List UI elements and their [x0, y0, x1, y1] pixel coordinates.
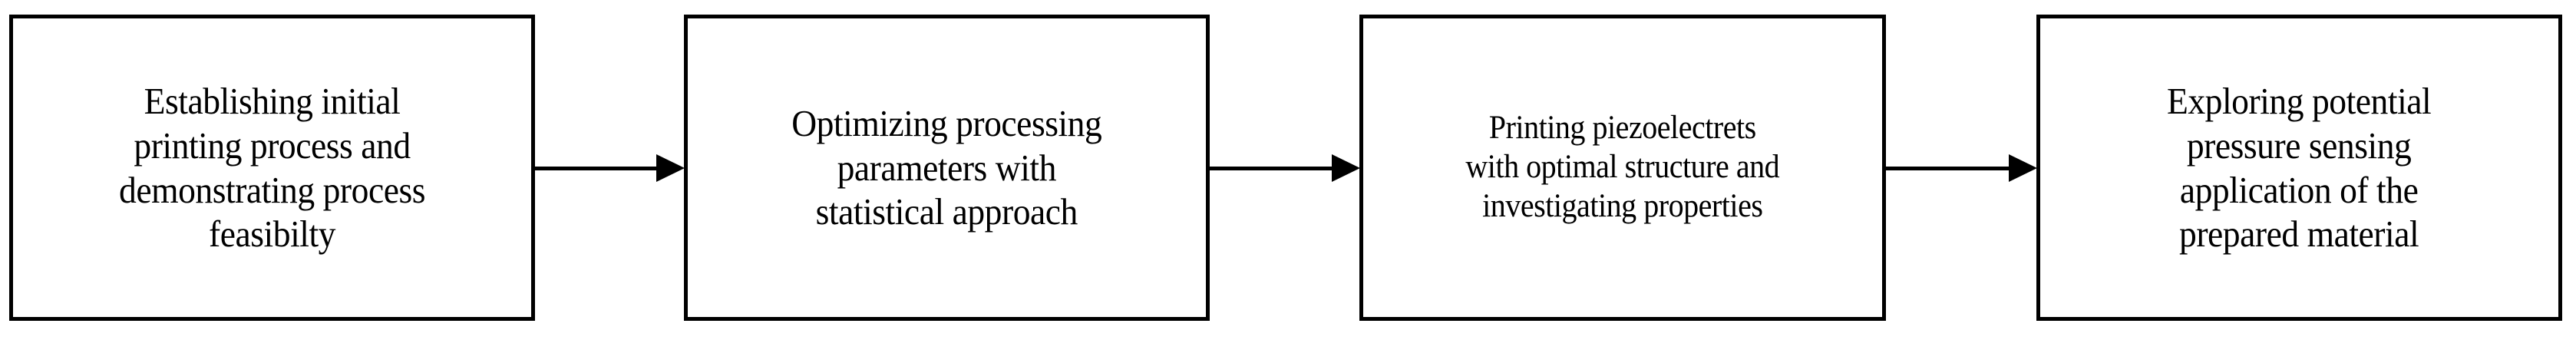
flowchart-arrow-1 [535, 154, 685, 183]
flowchart-node-2[interactable]: Optimizing processing parameters with st… [684, 15, 1210, 321]
flowchart-node-4[interactable]: Exploring potential pressure sensing app… [2036, 15, 2562, 321]
arrow-shaft-2 [1210, 167, 1332, 170]
flowchart-node-3-label: Printing piezoelectrets with optimal str… [1465, 110, 1780, 224]
flowchart-node-1-label: Establishing initial printing process an… [118, 79, 425, 256]
flowchart-node-1[interactable]: Establishing initial printing process an… [9, 15, 535, 321]
flowchart-node-4-label: Exploring potential pressure sensing app… [2167, 79, 2432, 256]
arrowhead-icon-2 [1332, 154, 1360, 182]
arrow-shaft-3 [1886, 167, 2009, 170]
arrowhead-icon-1 [656, 154, 685, 182]
flowchart-node-3[interactable]: Printing piezoelectrets with optimal str… [1359, 15, 1886, 321]
flowchart-node-2-label: Optimizing processing parameters with st… [791, 101, 1102, 233]
arrowhead-icon-3 [2009, 154, 2037, 182]
flowchart-arrow-3 [1886, 154, 2037, 183]
flowchart-arrow-2 [1210, 154, 1360, 183]
arrow-shaft-1 [535, 167, 656, 170]
